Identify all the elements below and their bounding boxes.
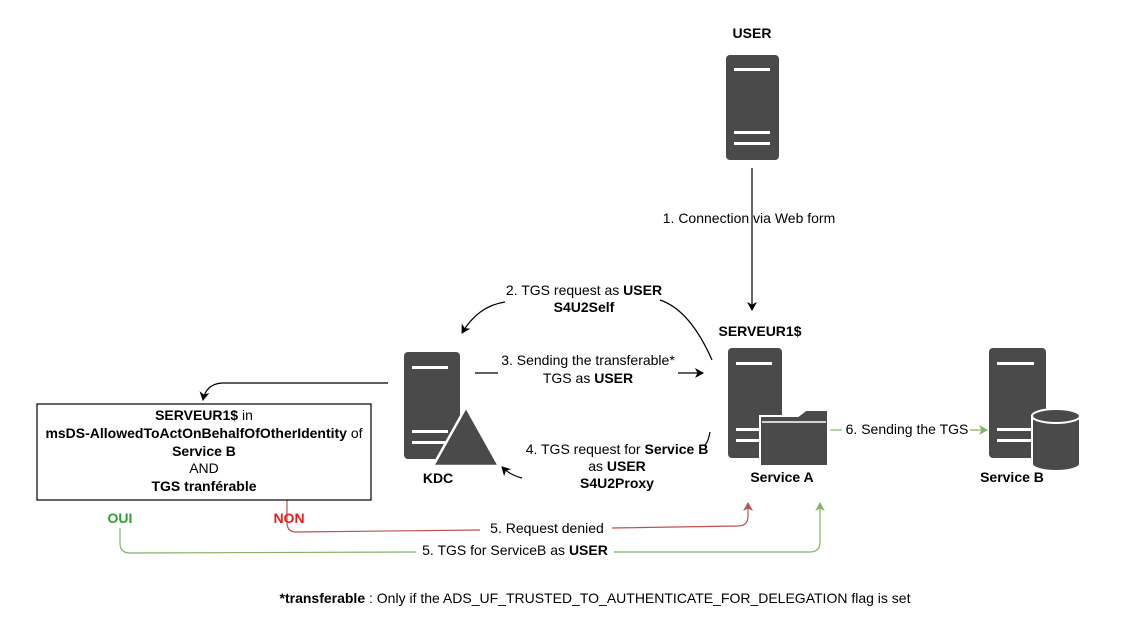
arrow-step-4-tail — [703, 431, 711, 447]
condition-line-1: SERVEUR1$ in — [155, 407, 253, 423]
arrow-denied-left — [286, 500, 481, 533]
arrow-denied — [611, 502, 753, 529]
branch-yes-label: OUI — [108, 510, 133, 526]
step-3-label-line-2: TGS as USER — [543, 370, 633, 386]
arrow-granted-left — [119, 528, 417, 554]
user-label: USER — [733, 25, 772, 41]
condition-line-2: msDS-AllowedToActOnBehalfOfOtherIdentity… — [45, 425, 362, 441]
step-2-label-line-1: 2. TGS request as USER — [506, 282, 662, 298]
service-a-label: Service A — [750, 469, 813, 485]
step-5-granted-label: 5. TGS for ServiceB as USER — [422, 542, 608, 558]
step-1-label: 1. Connection via Web form — [663, 210, 836, 226]
footnote: *transferable : Only if the ADS_UF_TRUST… — [280, 590, 911, 606]
arrow-granted — [614, 502, 825, 553]
arrow-step-4 — [501, 466, 523, 479]
kdc-server-icon — [404, 352, 460, 459]
arrow-step-2-tail — [659, 299, 713, 361]
user-server-icon — [726, 55, 779, 160]
step-4-label-line-3: S4U2Proxy — [580, 475, 654, 491]
warning-triangle-icon — [431, 405, 501, 468]
step-2-label-line-2: S4U2Self — [554, 299, 615, 315]
condition-line-5: TGS tranférable — [151, 478, 256, 494]
kdc-label: KDC — [423, 470, 453, 486]
branch-no-label: NON — [273, 510, 304, 526]
arrow-kdc-to-check — [199, 382, 388, 401]
database-icon — [1031, 408, 1081, 472]
serveur1-label: SERVEUR1$ — [718, 323, 801, 339]
arrow-step-2 — [461, 301, 506, 334]
service-b-label: Service B — [980, 469, 1044, 485]
condition-line-4: AND — [189, 460, 219, 476]
condition-line-3: Service B — [172, 443, 236, 459]
step-4-label-line-1: 4. TGS request for Service B — [526, 441, 709, 457]
step-5-denied-label: 5. Request denied — [490, 520, 604, 536]
step-3-label-line-1: 3. Sending the transferable* — [501, 352, 675, 368]
step-6-label: 6. Sending the TGS — [846, 421, 969, 437]
condition-box — [36, 403, 372, 501]
step-4-label-line-2: as USER — [588, 458, 646, 474]
folder-icon — [759, 409, 829, 467]
